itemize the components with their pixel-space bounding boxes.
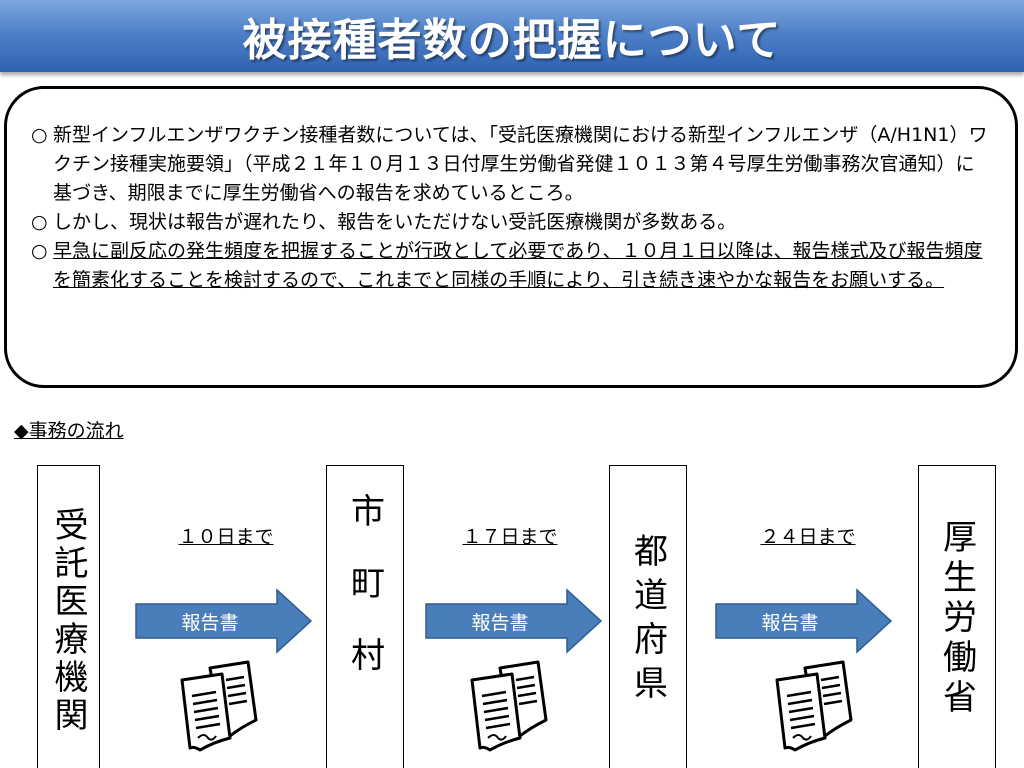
notice-item-1: ○ 新型インフルエンザワクチン接種者数については、「受託医療機関における新型イン… [31, 121, 993, 208]
arrow-label-step-1: 報告書 [181, 612, 239, 634]
notice-list: ○ 新型インフルエンザワクチン接種者数については、「受託医療機関における新型イン… [31, 121, 993, 295]
page-title: 被接種者数の把握について [242, 15, 782, 66]
arrow-step-1 [135, 588, 313, 654]
circle-bullet: ○ [31, 124, 48, 146]
notice-item-3: ○ 早急に副反応の発生頻度を把握することが行政として必要であり、１０月１日以降は… [31, 237, 993, 295]
circle-bullet: ○ [31, 240, 48, 262]
node-mhlw: 厚生労働省 [918, 465, 996, 768]
flow-section-label: ◆事務の流れ [14, 416, 124, 443]
document-icon [470, 660, 548, 752]
node-medical-institution: 受託医療機関 [37, 465, 100, 768]
node-label-medical-institution: 受託医療機関 [48, 507, 88, 735]
notice-box: ○ 新型インフルエンザワクチン接種者数については、「受託医療機関における新型イン… [4, 86, 1018, 388]
node-label-prefecture: 都道府県 [627, 533, 668, 709]
deadline-step-2: １７日まで [462, 526, 558, 548]
flow-label: ◆事務の流れ [14, 420, 124, 442]
document-icon [775, 660, 853, 752]
arrow-step-3 [715, 588, 893, 654]
title-bar: 被接種者数の把握について [0, 0, 1024, 72]
node-municipality: 市町村 [326, 465, 404, 768]
deadline-step-1: １０日まで [178, 526, 274, 548]
notice-text-3: 早急に副反応の発生頻度を把握することが行政として必要であり、１０月１日以降は、報… [53, 240, 983, 291]
notice-text-2: しかし、現状は報告が遅れたり、報告をいただけない受託医療機関が多数ある。 [53, 211, 737, 233]
circle-bullet: ○ [31, 211, 48, 233]
node-label-municipality: 市町村 [344, 493, 385, 709]
arrow-label-step-3: 報告書 [761, 612, 819, 634]
node-label-mhlw: 厚生労働省 [936, 518, 977, 719]
arrow-label-step-2: 報告書 [471, 612, 529, 634]
notice-text-1: 新型インフルエンザワクチン接種者数については、「受託医療機関における新型インフル… [53, 124, 988, 204]
document-icon [180, 660, 258, 752]
node-prefecture: 都道府県 [609, 465, 687, 768]
arrow-step-2 [425, 588, 603, 654]
deadline-step-3: ２４日まで [760, 526, 856, 548]
notice-item-2: ○ しかし、現状は報告が遅れたり、報告をいただけない受託医療機関が多数ある。 [31, 208, 993, 237]
